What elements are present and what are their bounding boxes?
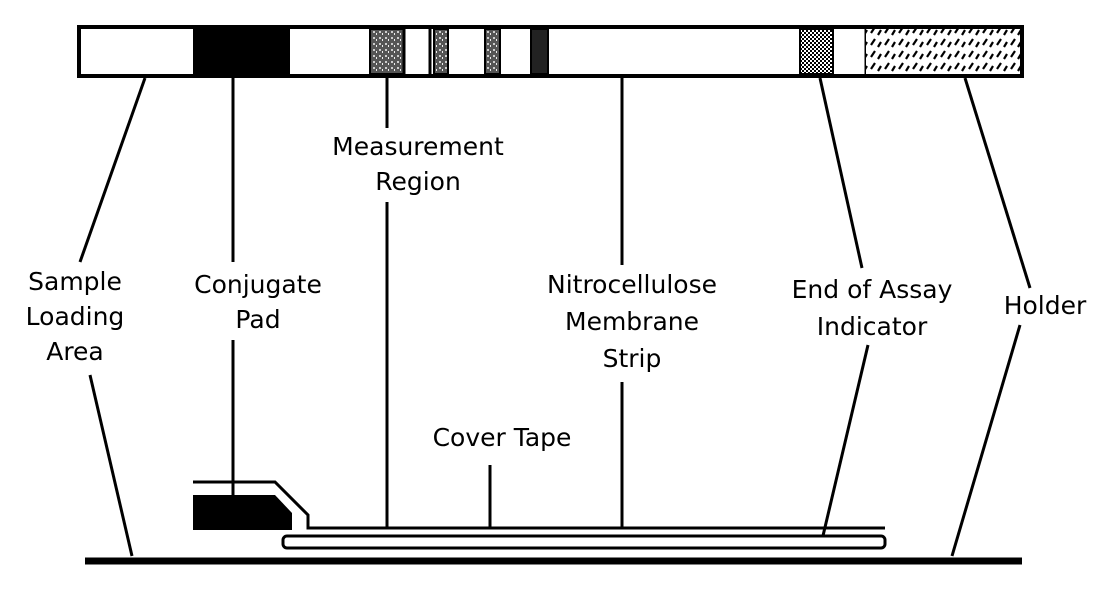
label-end-of-assay-line1: End of Assay [792, 275, 953, 304]
label-sample-loading-line2: Loading [26, 302, 125, 331]
label-measurement-line1: Measurement [332, 132, 504, 161]
membrane-strip-side [281, 534, 887, 550]
conjugate-pad-segment [193, 27, 290, 76]
test-strip-top-view [77, 25, 1024, 78]
label-end-of-assay-line2: Indicator [817, 312, 928, 341]
label-sample-loading-line3: Area [46, 337, 104, 366]
holder-segment [866, 29, 1020, 74]
label-conjugate-line1: Conjugate [194, 270, 322, 299]
leader-lines [78, 77, 1032, 557]
label-nitrocellulose-line1: Nitrocellulose [547, 270, 717, 299]
label-measurement-line2: Region [375, 167, 461, 196]
label-nitrocellulose-line3: Strip [603, 344, 662, 373]
measurement-zone-band [369, 28, 405, 75]
end-of-assay-indicator-segment [799, 28, 834, 75]
label-holder: Holder [1004, 291, 1087, 320]
conjugate-pad-side [193, 495, 292, 530]
test-strip-side-view [85, 480, 1022, 565]
label-conjugate-line2: Pad [235, 305, 280, 334]
label-sample-loading-line1: Sample [28, 267, 122, 296]
label-cover-tape: Cover Tape [433, 423, 572, 452]
label-nitrocellulose-line2: Membrane [565, 307, 699, 336]
